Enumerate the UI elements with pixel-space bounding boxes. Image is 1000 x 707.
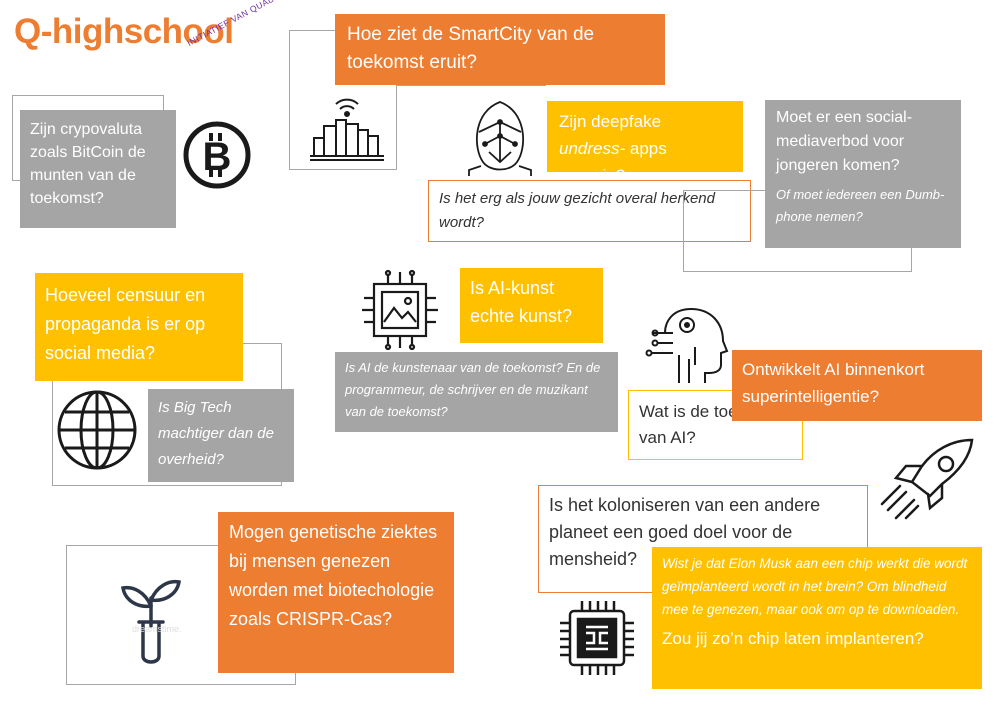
- censorship-question: Hoeveel censuur en propaganda is er op s…: [35, 273, 243, 381]
- social-ban-question: Moet er een social-mediaverbod voor jong…: [765, 100, 961, 248]
- logo: Q-highschool: [14, 12, 234, 51]
- ai-artist-question: Is AI de kunstenaar van de toekomst? En …: [335, 352, 618, 432]
- svg-text:B: B: [203, 135, 232, 179]
- musk-text: Wist je dat Elon Musk aan een chip werkt…: [662, 556, 968, 617]
- smartcity-question: Hoe ziet de SmartCity van de toekomst er…: [335, 14, 665, 85]
- musk-chip-box: Wist je dat Elon Musk aan een chip werkt…: [652, 547, 982, 689]
- deepfake-question: Zijn deepfake undress- apps grappig?: [547, 101, 743, 185]
- rocket-icon: [872, 432, 984, 530]
- crypto-question: Zijn crypovaluta zoals BitCoin de munten…: [20, 110, 176, 228]
- face-recognition-icon: [465, 92, 535, 178]
- ai-head-icon: [643, 303, 729, 387]
- ai-art-chip-icon: [358, 268, 442, 352]
- superintelligence-question: Ontwikkelt AI binnenkort superintelligen…: [732, 350, 982, 421]
- bitcoin-icon: B: [182, 120, 252, 190]
- biotech-plant-icon: [115, 570, 187, 666]
- connector: [396, 85, 546, 86]
- brain-chip-icon: [556, 597, 638, 679]
- bigtech-question: Is Big Tech machtiger dan de overheid?: [148, 389, 294, 482]
- social-ban-text: Moet er een social-mediaverbod voor jong…: [776, 109, 913, 174]
- watermark: dreamstime.: [132, 624, 182, 634]
- dumbphone-text: Of moet iedereen een Dumb-phone nemen?: [776, 187, 945, 224]
- smart-city-icon: [308, 90, 386, 164]
- chip-question: Zou jij zo’n chip laten implanteren?: [662, 629, 924, 648]
- aiart-question: Is AI-kunst echte kunst?: [460, 268, 603, 343]
- genetics-question: Mogen genetische ziektes bij mensen gene…: [218, 512, 454, 673]
- globe-icon: [55, 388, 139, 472]
